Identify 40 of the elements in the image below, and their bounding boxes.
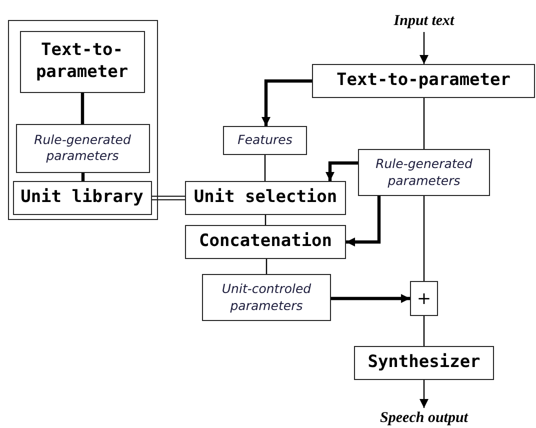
output-label: Speech output bbox=[364, 408, 484, 428]
box-label: Rule-generated parameters bbox=[33, 132, 132, 164]
group-frame bbox=[8, 20, 158, 220]
box-label: Unit library bbox=[20, 186, 144, 208]
box-label: Text-to-parameter bbox=[336, 70, 510, 92]
data-box bbox=[16, 124, 150, 172]
data-box bbox=[358, 149, 490, 196]
data-box bbox=[202, 274, 331, 321]
process-box bbox=[354, 346, 494, 380]
connector-line bbox=[266, 259, 268, 274]
process-box bbox=[312, 64, 535, 98]
box-label: Unit selection bbox=[194, 187, 338, 209]
arrow bbox=[262, 79, 312, 126]
box-label: Rule-generated parameters bbox=[374, 156, 474, 189]
arrow bbox=[331, 294, 410, 303]
connector-line bbox=[423, 98, 425, 149]
box-label: Text-to-parameter bbox=[34, 40, 130, 83]
arrow bbox=[326, 161, 358, 181]
box-label: Features bbox=[238, 132, 292, 149]
box-label: Synthesizer bbox=[368, 352, 480, 374]
connector-line bbox=[152, 196, 186, 200]
connector-line bbox=[423, 316, 425, 346]
connector-line bbox=[423, 196, 425, 281]
connector-line bbox=[80, 93, 84, 124]
process-box bbox=[20, 30, 144, 92]
arrow bbox=[420, 32, 428, 64]
data-box bbox=[223, 126, 307, 155]
process-box bbox=[185, 181, 346, 215]
arrow bbox=[420, 380, 428, 408]
connector-line bbox=[81, 173, 85, 181]
connector-line bbox=[264, 155, 266, 181]
box-label: + bbox=[416, 288, 432, 308]
input-label: Input text bbox=[379, 10, 469, 32]
arrow bbox=[346, 196, 381, 246]
sum-box bbox=[410, 281, 438, 316]
connector-line bbox=[264, 215, 266, 225]
box-label: Unit-controled parameters bbox=[220, 281, 312, 314]
process-box bbox=[12, 180, 152, 214]
box-label: Concatenation bbox=[198, 231, 332, 253]
process-box bbox=[185, 225, 346, 259]
